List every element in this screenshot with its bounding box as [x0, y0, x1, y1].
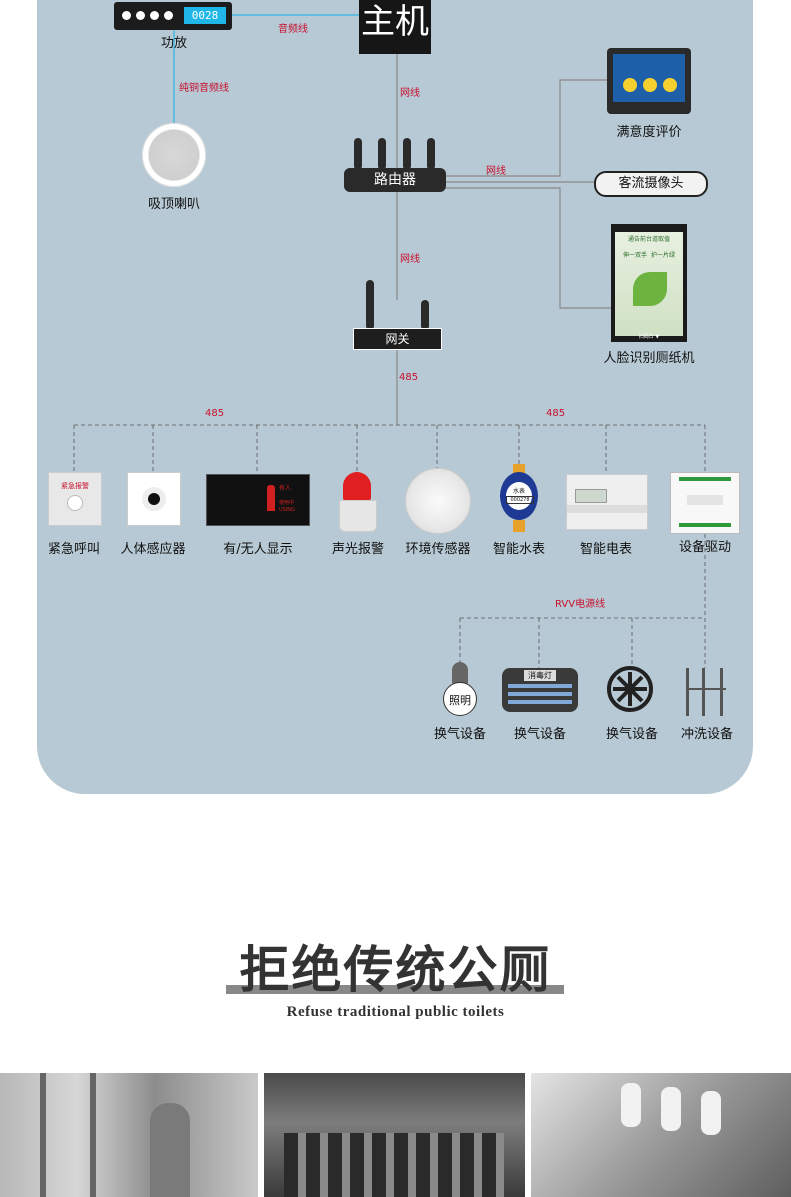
sensor-label-electric: 智能电表: [579, 542, 632, 557]
kiosk-slogan-left: 伸一双手: [622, 252, 647, 259]
router-label: 路由器: [374, 172, 416, 188]
light-bulb-icon: 照明: [443, 662, 477, 716]
photo-queue-crowd: [264, 1073, 525, 1197]
actuator-label-4: 冲洗设备: [680, 727, 733, 742]
occupancy-text-b: 使用中: [279, 500, 295, 506]
audio-wire-label: 音频线: [278, 24, 308, 35]
bus-485-label-gateway: 485: [399, 372, 419, 383]
router-antenna-icon: [378, 138, 386, 170]
exhaust-fan-icon: [607, 666, 653, 712]
sensor-label-emergency: 紧急呼叫: [47, 542, 100, 557]
gateway-device: 网关: [353, 328, 442, 350]
amp-knob-icon: [150, 11, 159, 20]
face-recognition-kiosk-icon: 通告前台道取值 伸一双手 护一片绿 扫码日 ▼: [611, 224, 687, 342]
section-subtitle: Refuse traditional public toilets: [286, 1004, 505, 1020]
bus-485-label-left: 485: [205, 408, 225, 419]
amplifier-device: 0028: [114, 2, 232, 30]
gateway-label: 网关: [385, 332, 410, 346]
emergency-call-button-icon: 紧急报警: [48, 472, 102, 526]
router-antenna-icon: [354, 138, 362, 170]
router-kiosk-wire: [446, 187, 611, 309]
occupancy-display-icon: 有人 使用中 USING: [206, 474, 310, 526]
photo-dirty-urinals: [531, 1073, 791, 1197]
ceiling-speaker-icon: [142, 123, 206, 187]
device-driver-icon: [670, 472, 740, 534]
gateway-antenna-icon: [366, 280, 374, 330]
actuator-label-1: 换气设备: [433, 727, 486, 742]
kiosk-label: 人脸识别厕纸机: [603, 351, 695, 366]
smiley-face-icon: [623, 78, 637, 92]
sensor-label-alarm: 声光报警: [331, 542, 384, 557]
uv-lamp-text: 消毒灯: [524, 670, 556, 681]
router-device: 路由器: [344, 168, 446, 192]
neutral-face-icon: [643, 78, 657, 92]
sensor-label-water: 智能水表: [492, 542, 545, 557]
sensor-label-driver: 设备驱动: [678, 540, 731, 555]
flush-device-icon: [684, 668, 728, 716]
wiring-lines: [73, 14, 706, 668]
host-label: 主机: [361, 2, 429, 42]
lighting-text: 照明: [449, 694, 471, 707]
net-wire-label-router: 网线: [486, 166, 506, 177]
actuator-label-3: 换气设备: [605, 727, 658, 742]
actuator-label-2: 换气设备: [513, 727, 566, 742]
router-antenna-icon: [427, 138, 435, 170]
ceiling-speaker-label: 吸顶喇叭: [147, 197, 200, 212]
leaf-icon: [633, 272, 667, 306]
sad-face-icon: [663, 78, 677, 92]
water-meter-icon: 水表 000278: [500, 464, 538, 534]
host-unit: 主机: [359, 0, 431, 54]
electric-meter-icon: [566, 474, 648, 530]
net-wire-label-gateway: 网线: [400, 254, 420, 265]
copper-audio-wire-label: 纯铜音频线: [179, 83, 229, 94]
person-icon: [267, 485, 275, 511]
amp-knob-icon: [122, 11, 131, 20]
water-meter-title: 水表: [512, 488, 525, 495]
router-tablet-wire: [446, 79, 607, 177]
amp-knob-icon: [136, 11, 145, 20]
emergency-button-text: 紧急报警: [61, 482, 89, 490]
amplifier-label: 功放: [160, 36, 187, 51]
sensor-label-environment: 环境传感器: [405, 542, 471, 557]
kiosk-top-text: 通告前台道取值: [627, 236, 670, 243]
section-title: 拒绝传统公厕: [239, 941, 552, 999]
gateway-antenna-icon: [421, 300, 429, 330]
tablet-screen: [613, 54, 685, 102]
power-wire-label: RVV电源线: [555, 599, 606, 610]
satisfaction-label: 满意度评价: [616, 125, 682, 140]
footfall-camera: 客流摄像头: [594, 171, 708, 197]
title-underline: [226, 985, 564, 994]
occupancy-text-a: 有人: [279, 485, 292, 492]
body-sensor-icon: [127, 472, 181, 526]
sensor-label-body: 人体感应器: [120, 542, 186, 557]
amp-display: 0028: [184, 7, 226, 24]
net-wire-label-host: 网线: [400, 88, 420, 99]
bus-485-label-right: 485: [546, 408, 566, 419]
amp-knob-icon: [164, 11, 173, 20]
kiosk-bottom-text: 扫码日 ▼: [638, 334, 660, 340]
router-antenna-icon: [403, 138, 411, 170]
sound-light-alarm-icon: [337, 472, 377, 532]
uv-lamp-icon: 消毒灯: [502, 668, 578, 712]
kiosk-slogan-right: 护一片绿: [650, 252, 675, 259]
water-meter-reading: 000278: [506, 496, 534, 504]
photo-toilet-stalls: [0, 1073, 258, 1197]
camera-label: 客流摄像头: [618, 176, 684, 191]
environment-sensor-icon: [405, 468, 471, 534]
sensor-label-occupancy: 有/无人显示: [223, 542, 293, 557]
satisfaction-tablet-icon: [607, 48, 691, 114]
occupancy-text-c: USING: [279, 507, 295, 513]
